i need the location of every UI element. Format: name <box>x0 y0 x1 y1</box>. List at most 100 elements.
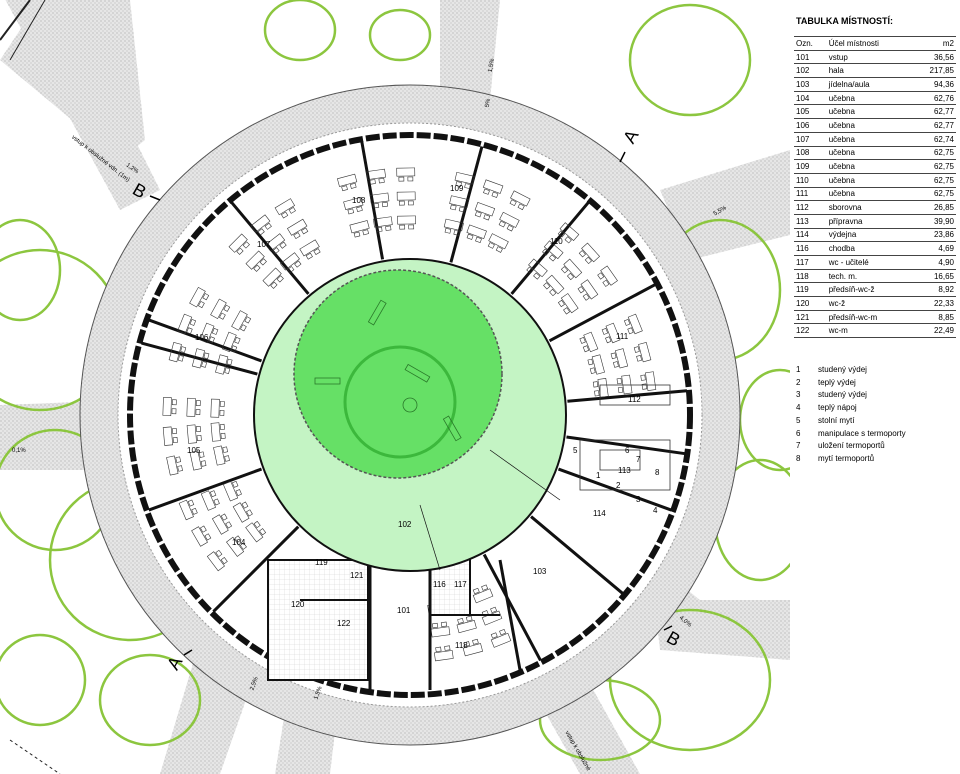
room-area: 22,49 <box>911 323 956 339</box>
room-code: 116 <box>794 241 827 256</box>
desk-group <box>178 499 198 521</box>
header-area: m2 <box>911 36 956 51</box>
desk-group <box>211 513 233 535</box>
desk-group <box>369 192 390 209</box>
room-area: 39,90 <box>911 214 956 229</box>
desk-group <box>366 168 386 185</box>
desk-group <box>449 195 470 213</box>
tree-outline <box>628 3 752 117</box>
room-purpose: wc-ž <box>826 296 912 311</box>
desk-group <box>560 258 583 281</box>
desk-group <box>166 455 183 476</box>
slope-bottom-left: 1,5% <box>313 685 324 701</box>
note-text: studený výdej <box>818 390 867 400</box>
desk-group <box>454 171 475 189</box>
room-purpose: jídelna/aula <box>826 77 912 92</box>
desk-group <box>191 525 212 547</box>
room-label-112: 112 <box>628 395 641 404</box>
partition-wall <box>530 515 624 595</box>
room-code: 107 <box>794 132 827 147</box>
desk-group <box>430 621 451 638</box>
desk-group <box>222 480 242 502</box>
room-labels: 104 105 106 107 108 109 110 111 101 102 … <box>187 184 641 650</box>
room-label-111: 111 <box>616 332 629 341</box>
room-code: 110 <box>794 173 827 188</box>
desk-group <box>245 250 267 272</box>
section-marker-a-top: A <box>619 126 642 146</box>
desk-group <box>443 218 464 236</box>
room-purpose: učebna <box>826 91 912 106</box>
desk-group <box>228 233 250 255</box>
desk-group <box>487 233 509 253</box>
slope-top: 1,5% <box>488 57 496 72</box>
room-purpose: učebna <box>826 132 912 147</box>
slope-left: 0,1% <box>12 448 26 454</box>
note-number: 7 <box>796 441 801 451</box>
room-area: 26,85 <box>911 200 956 215</box>
kitchen-num-8: 8 <box>655 468 660 477</box>
partition-wall <box>141 341 258 376</box>
kitchen-num-7: 7 <box>636 455 641 464</box>
note-number: 4 <box>796 403 801 413</box>
room-code: 109 <box>794 159 827 174</box>
room-purpose: učebna <box>826 104 912 120</box>
desk-group <box>542 240 564 262</box>
desk-group <box>245 520 267 543</box>
desk-group <box>543 274 565 297</box>
desk-group <box>200 490 220 511</box>
room-code: 103 <box>794 77 827 92</box>
note-number: 2 <box>796 377 801 387</box>
partition-wall <box>548 283 657 343</box>
desk-group <box>279 252 302 274</box>
room-area: 22,33 <box>911 296 956 311</box>
desk-group <box>640 371 657 391</box>
room-code: 104 <box>794 91 827 106</box>
room-area: 8,85 <box>911 310 956 325</box>
tree-outline <box>738 368 790 472</box>
room-code: 113 <box>794 214 827 229</box>
room-area: 217,85 <box>911 63 956 79</box>
desk-group <box>587 354 605 375</box>
room-area: 4,90 <box>911 255 956 270</box>
desk-group <box>601 322 621 344</box>
desk-group <box>597 265 618 287</box>
desk-group <box>189 450 207 471</box>
room-code: 111 <box>794 187 827 202</box>
rooms-table-title: TABULKA MÍSTNOSTÍ: <box>796 16 893 26</box>
room-area: 62,77 <box>911 104 956 120</box>
desk-group <box>373 216 393 233</box>
desk-group <box>474 201 496 221</box>
room-code: 117 <box>794 255 827 270</box>
header-purpose: Účel místnosti <box>826 36 912 51</box>
partition-wall <box>230 201 310 295</box>
desk-group <box>498 211 520 232</box>
room-code: 114 <box>794 228 827 243</box>
room-area: 62,75 <box>911 187 956 202</box>
desk-group <box>274 198 296 219</box>
partition-wall <box>148 467 263 512</box>
desk-group <box>265 233 287 255</box>
desk-group <box>206 549 228 572</box>
note-text: studený výdej <box>818 365 867 374</box>
desk-group <box>462 638 483 657</box>
room-label-113: 113 <box>618 466 631 475</box>
